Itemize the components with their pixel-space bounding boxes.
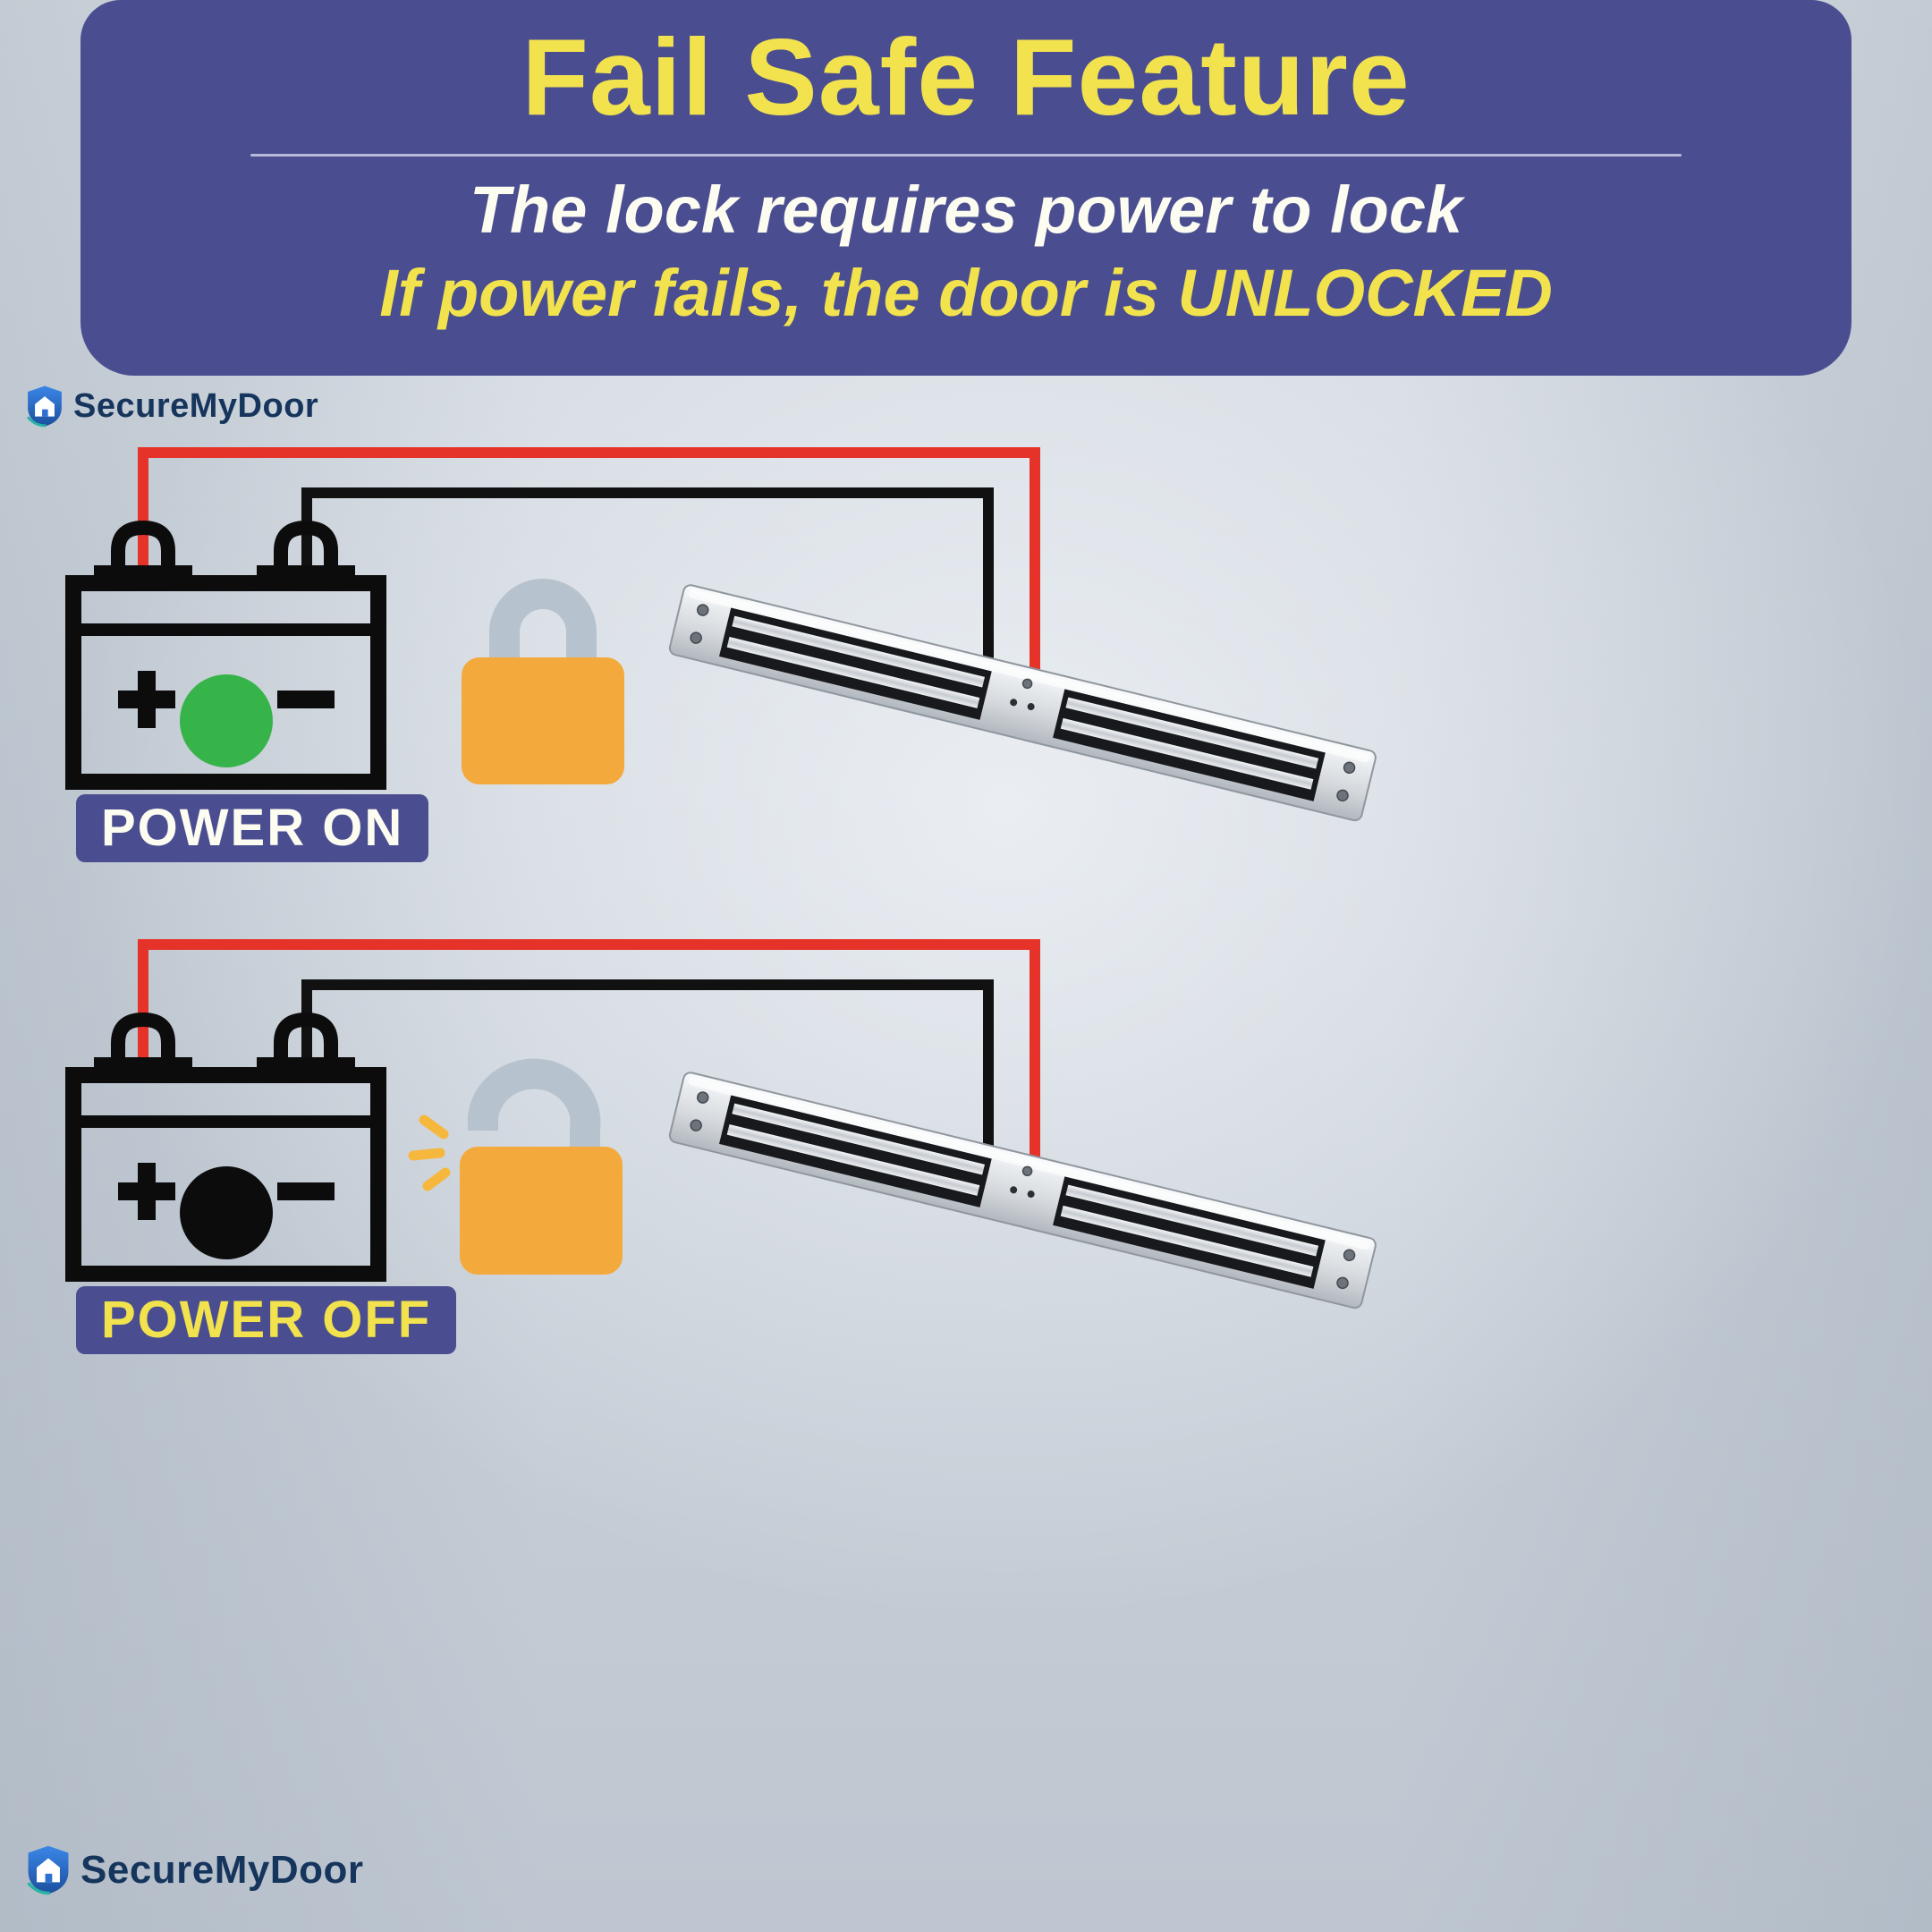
logo-shield-icon	[26, 386, 62, 428]
plus-terminal-symbol	[118, 671, 175, 728]
red-wire-segment	[138, 939, 1040, 950]
power-off-badge: POWER OFF	[76, 1286, 457, 1354]
logo-text: SecureMyDoor	[73, 386, 319, 425]
red-wire-segment	[1030, 939, 1040, 1181]
page-title: Fail Safe Feature	[521, 16, 1411, 138]
red-wire-segment	[138, 939, 148, 1069]
battery-icon	[65, 1012, 386, 1282]
unlock-burst-mark	[408, 1148, 445, 1161]
padlock-unlocked-icon	[408, 1058, 623, 1275]
header-banner: Fail Safe Feature The lock requires powe…	[80, 0, 1852, 376]
logo-shield-icon	[27, 1845, 69, 1895]
title-divider	[250, 154, 1682, 157]
power-indicator-on	[180, 674, 273, 767]
power-on-badge: POWER ON	[76, 794, 429, 862]
red-wire-segment	[138, 447, 148, 577]
maglock-device-image	[668, 584, 1377, 822]
subtitle-line-1: The lock requires power to lock	[469, 173, 1463, 247]
unlock-burst-mark	[422, 1167, 451, 1191]
plus-terminal-symbol	[118, 1163, 175, 1220]
black-wire-segment	[301, 487, 994, 498]
red-wire-segment	[138, 447, 1040, 458]
maglock-device-image	[668, 1072, 1377, 1309]
power-indicator-off	[180, 1166, 273, 1259]
brand-logo-top: SecureMyDoor	[25, 385, 318, 428]
black-wire-segment	[301, 979, 994, 990]
logo-text: SecureMyDoor	[80, 1847, 364, 1892]
black-wire-segment	[983, 979, 994, 1158]
battery-icon	[65, 520, 386, 790]
unlock-burst-mark	[419, 1114, 449, 1140]
red-wire-segment	[1030, 447, 1040, 691]
black-wire-segment	[983, 487, 994, 673]
brand-logo-bottom: SecureMyDoor	[25, 1844, 364, 1895]
subtitle-line-2: If power fails, the door is UNLOCKED	[379, 255, 1553, 330]
padlock-locked-icon	[462, 579, 624, 784]
